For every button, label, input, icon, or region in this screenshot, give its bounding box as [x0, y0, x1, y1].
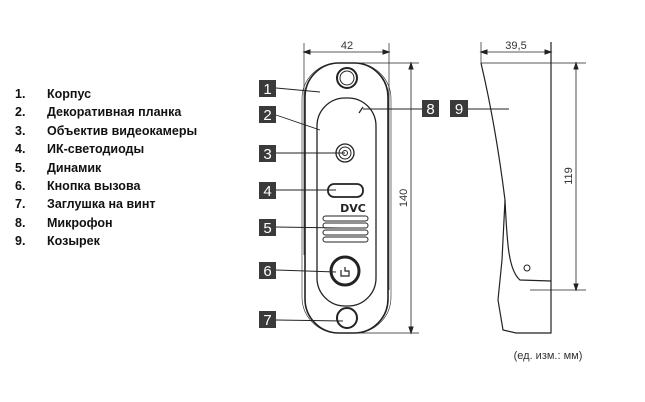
legend-label: Динамик — [47, 160, 102, 175]
ir-leds — [327, 183, 364, 198]
legend-label: ИК-светодиоды — [47, 142, 145, 157]
legend-item: 8. Микрофон — [15, 214, 197, 232]
legend-item: 9. Козырек — [15, 232, 197, 250]
speaker-grille — [322, 215, 369, 243]
legend-num: 4. — [15, 142, 26, 157]
microphone-icon — [358, 106, 364, 114]
legend-num: 5. — [15, 160, 26, 175]
front-view: DVC 42 140 — [301, 40, 419, 335]
legend-item: 5. Динамик — [15, 159, 197, 177]
legend-label: Микрофон — [47, 215, 113, 230]
call-button — [329, 255, 361, 287]
leader-lines — [275, 87, 509, 322]
visor-profile — [480, 62, 552, 282]
callout-4: 4 — [259, 182, 276, 200]
callout-number: 8 — [426, 101, 434, 118]
legend-item: 6. Кнопка вызова — [15, 177, 197, 195]
depth-label: 39,5 — [505, 40, 526, 52]
callout-boxes: 1 2 3 4 5 6 7 8 9 — [259, 80, 468, 329]
brand-logo: DVC — [340, 202, 366, 215]
callout-number: 6 — [263, 263, 271, 280]
top-screw-cap-inner — [339, 70, 355, 86]
callout-number: 9 — [455, 101, 463, 118]
top-screw-cap — [336, 67, 358, 89]
legend-num: 7. — [15, 197, 26, 212]
callout-number: 4 — [263, 183, 271, 200]
legend-label: Заглушка на винт — [47, 197, 156, 212]
callout-8: 8 — [422, 100, 439, 118]
bottom-screw-cap — [336, 307, 358, 329]
callout-number: 5 — [263, 220, 271, 237]
callout-7: 7 — [259, 311, 276, 329]
legend-item: 4. ИК-светодиоды — [15, 140, 197, 158]
side-housing — [497, 42, 552, 334]
callout-9: 9 — [450, 100, 468, 118]
side-view: 39,5 119 (ед. изм.: мм) — [479, 40, 586, 362]
callout-number: 1 — [263, 81, 271, 98]
callout-5: 5 — [259, 219, 276, 237]
legend-label: Декоративная планка — [47, 105, 182, 120]
callout-2: 2 — [259, 106, 276, 124]
legend-num: 1. — [15, 87, 26, 101]
housing-edge — [301, 62, 392, 334]
callout-number: 2 — [263, 107, 271, 124]
decorative-plate — [316, 97, 377, 307]
legend-num: 9. — [15, 234, 26, 249]
height-label: 140 — [398, 189, 410, 207]
legend-item: 7. Заглушка на винт — [15, 195, 197, 213]
width-label: 42 — [341, 40, 353, 52]
side-height-label: 119 — [563, 167, 575, 185]
units-note: (ед. изм.: мм) — [514, 350, 583, 362]
callout-3: 3 — [259, 145, 276, 163]
callout-1: 1 — [259, 80, 276, 98]
legend-label: Козырек — [47, 234, 100, 249]
hand-icon — [340, 267, 350, 277]
legend-label: Кнопка вызова — [47, 178, 141, 193]
callout-number: 3 — [263, 146, 271, 163]
legend-item: 2. Декоративная планка — [15, 103, 197, 121]
legend-label: Объектив видеокамеры — [47, 123, 198, 138]
side-screw — [523, 264, 531, 272]
legend-item: 1. Корпус — [15, 85, 197, 103]
legend-num: 6. — [15, 178, 26, 193]
legend-num: 8. — [15, 215, 26, 230]
callout-6: 6 — [259, 262, 276, 280]
parts-legend: 1. Корпус 2. Декоративная планка 3. Объекти… — [15, 85, 197, 251]
legend-label: Корпус — [47, 87, 92, 101]
legend-num: 2. — [15, 105, 26, 120]
legend-item: 3. Объектив видеокамеры — [15, 122, 197, 140]
callout-number: 7 — [263, 312, 271, 329]
legend-num: 3. — [15, 123, 26, 138]
